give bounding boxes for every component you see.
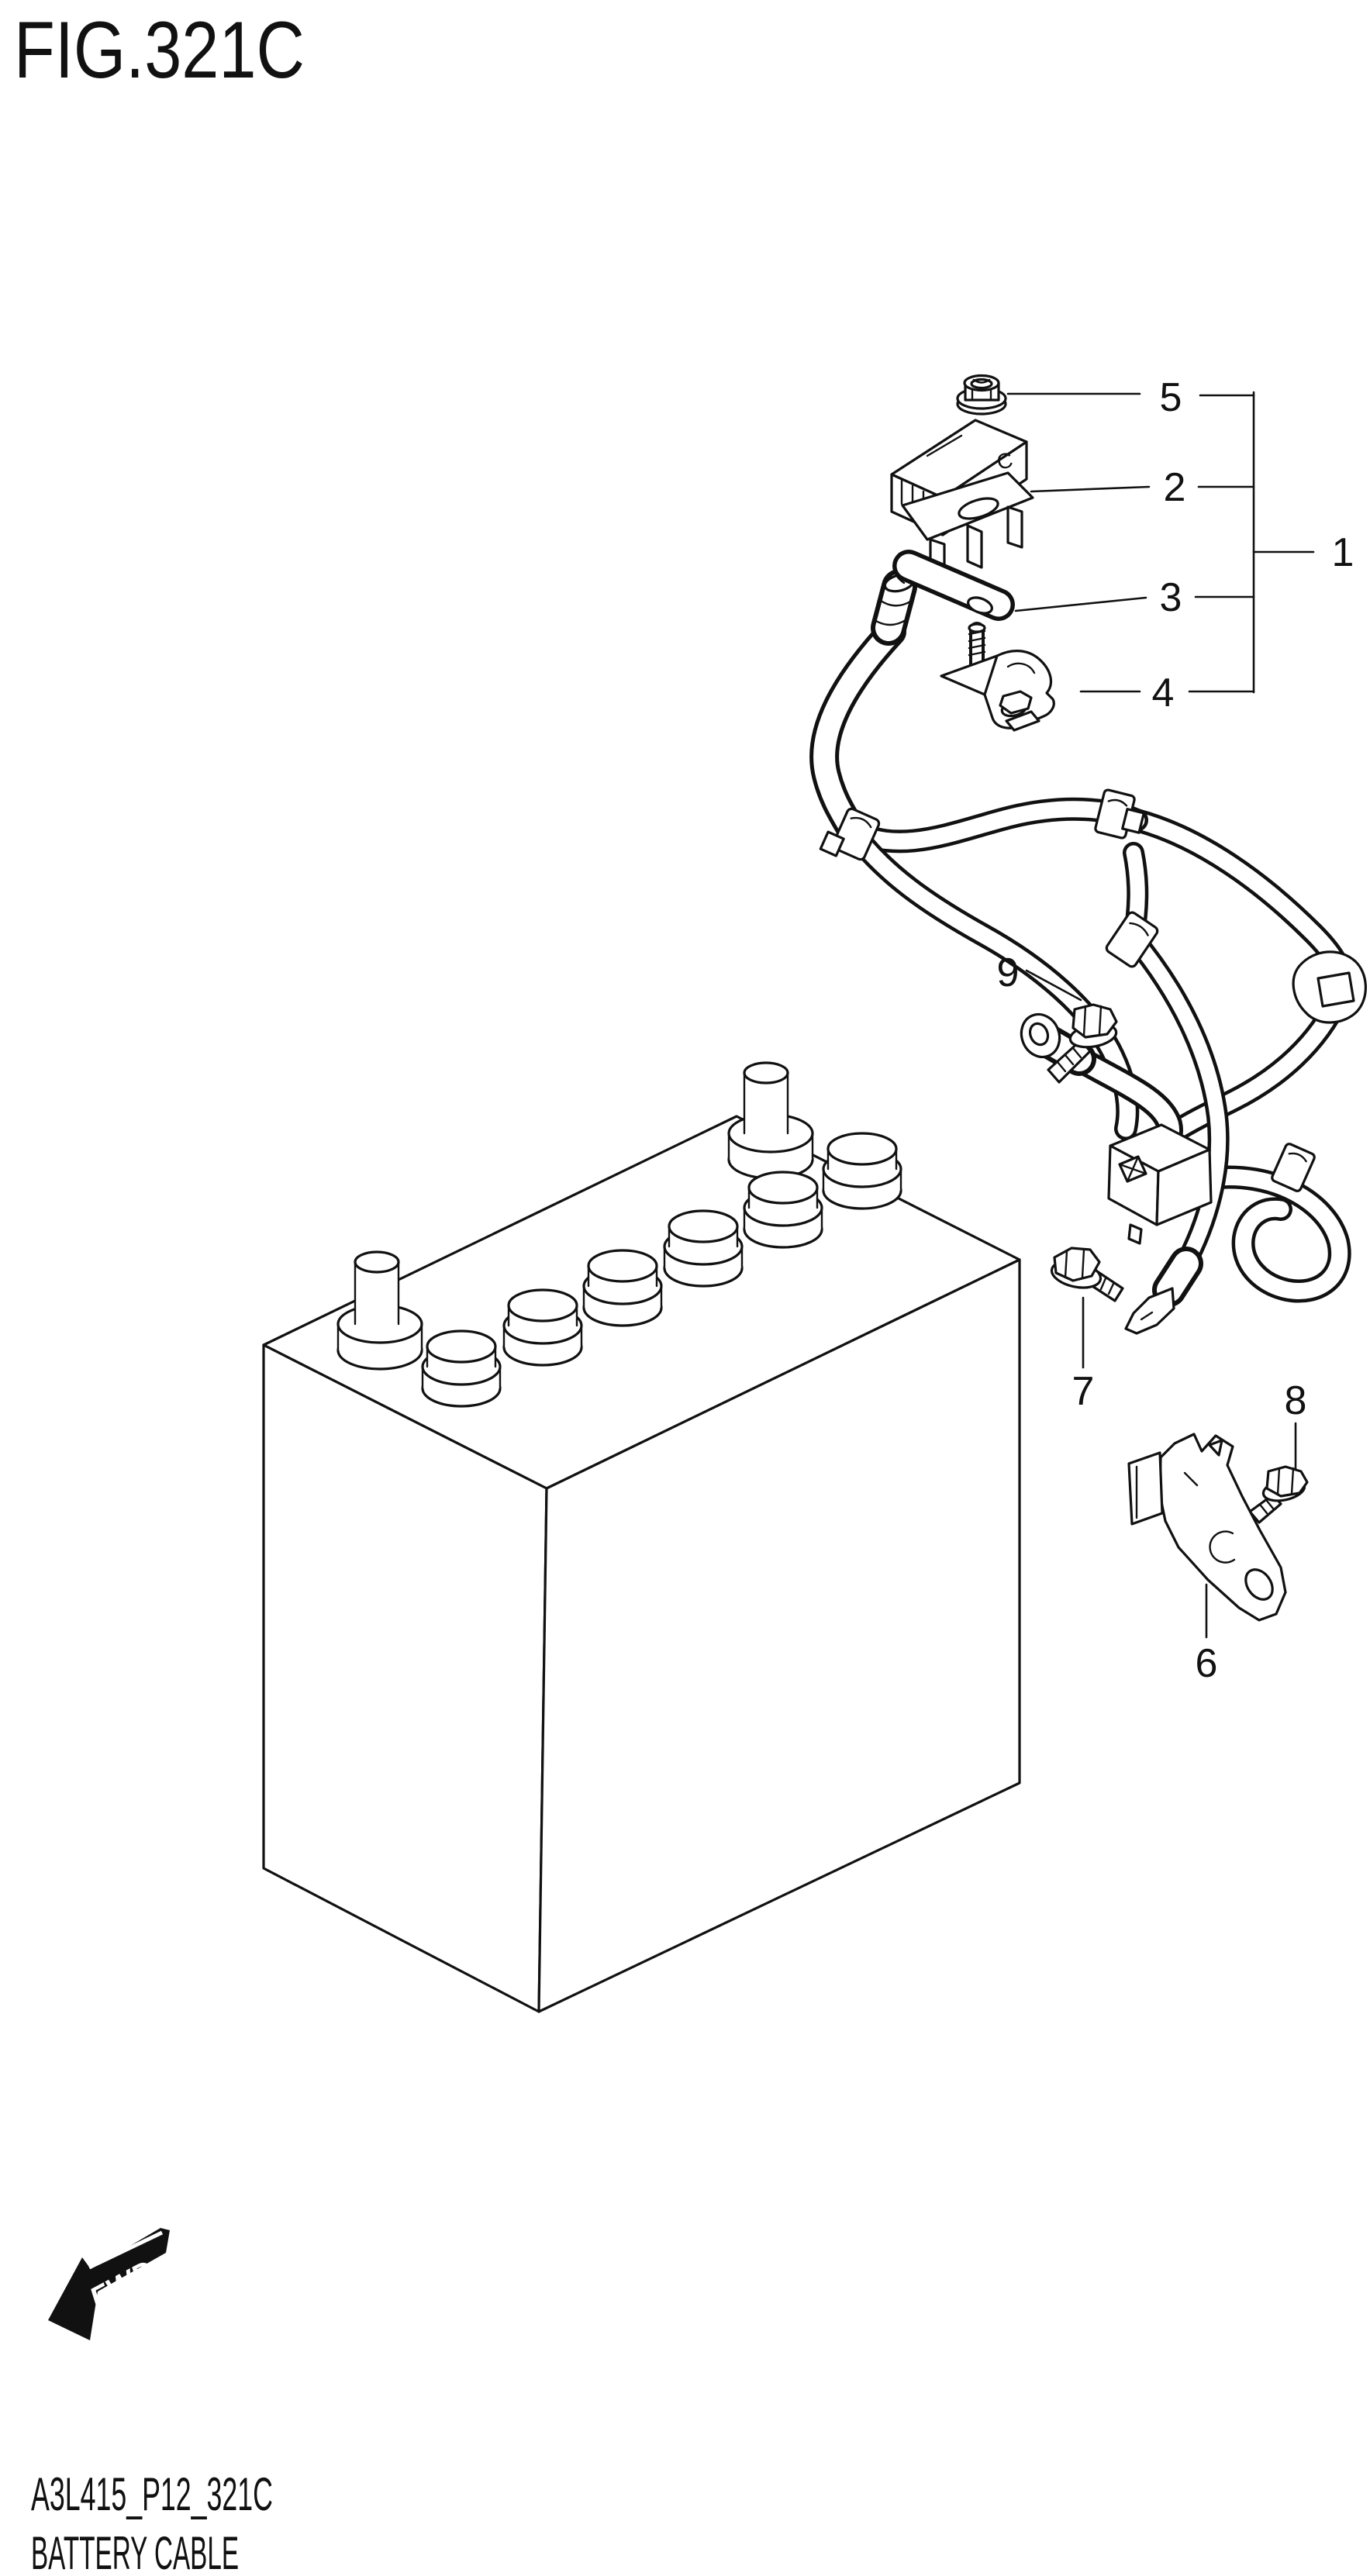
callout-labels: 1 2 3 4 5 6 7 8 9	[997, 375, 1354, 1686]
part-bolt-7	[1050, 1247, 1124, 1302]
harness-clip	[1094, 788, 1145, 840]
fwd-arrow: FWD	[48, 2228, 170, 2340]
part-bracket-6	[1127, 1433, 1287, 1622]
figure-title: FIG.321C	[14, 5, 305, 95]
harness-clip	[1271, 1143, 1316, 1192]
part-battery-clamp-4	[940, 622, 1055, 732]
harness-corner-clip	[1292, 950, 1367, 1024]
part-bolt-9	[1047, 1003, 1118, 1084]
harness-clip	[819, 807, 881, 861]
callout-3: 3	[1160, 575, 1182, 620]
part-fuse-block-2: C	[890, 419, 1034, 581]
harness-connector	[1107, 1123, 1213, 1245]
callout-7: 7	[1072, 1369, 1095, 1414]
battery-cell-caps	[336, 1132, 902, 1408]
cable-harness-illustration	[809, 569, 1367, 1335]
footer-part-name: BATTERY CABLE	[31, 2527, 239, 2576]
callout-1: 1	[1332, 530, 1354, 575]
callout-5: 5	[1160, 375, 1182, 420]
callout-leader-lines	[1006, 391, 1315, 1639]
cable-end-terminal	[1124, 1247, 1203, 1335]
part-bolt-8	[1248, 1465, 1309, 1524]
battery-terminal-post-right	[727, 1061, 814, 1180]
callout-4: 4	[1152, 671, 1175, 716]
battery-terminal-post-left	[336, 1250, 423, 1371]
harness-clip	[1105, 911, 1159, 968]
footer-part-code: A3L415_P12_321C	[31, 2468, 273, 2520]
callout-8: 8	[1285, 1378, 1307, 1423]
part-ring-terminal-3	[892, 550, 1015, 621]
part-flange-nut-5	[956, 374, 1007, 416]
callout-6: 6	[1196, 1641, 1218, 1686]
callout-9: 9	[997, 950, 1020, 995]
callout-2: 2	[1164, 465, 1186, 510]
battery-illustration	[262, 1061, 1021, 2013]
